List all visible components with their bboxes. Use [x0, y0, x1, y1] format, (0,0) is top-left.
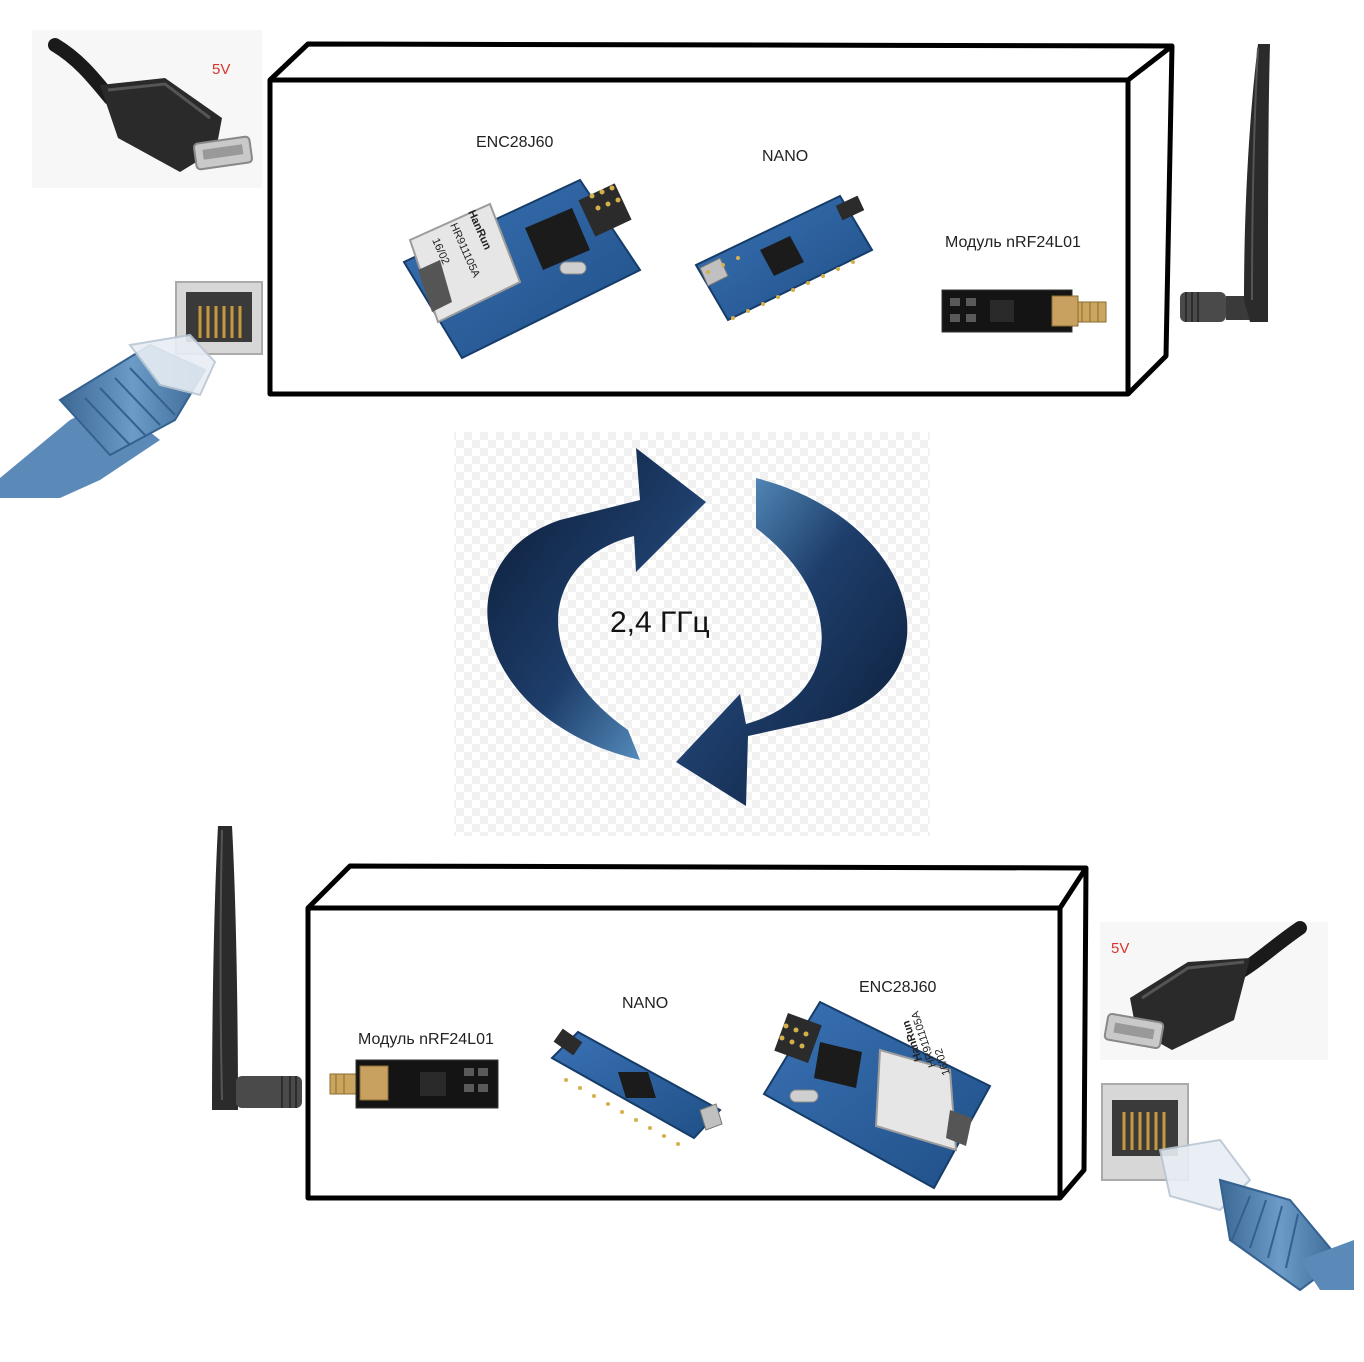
bottom-unit: HanRun HR911105A 16/02 — [212, 826, 1354, 1292]
top-nrf24l01-label: Модуль nRF24L01 — [945, 234, 1081, 251]
ethernet-cable-icon — [1101, 1083, 1354, 1292]
usb-cable-icon — [32, 30, 262, 188]
top-power-label: 5V — [212, 61, 231, 78]
bottom-enc28j60-label: ENC28J60 — [859, 979, 937, 996]
nrf24l01-module — [941, 289, 1107, 333]
enc28j60-module: HanRun HR911105A 16/02 — [402, 178, 642, 360]
bottom-power-label: 5V — [1111, 940, 1130, 957]
antenna-icon — [1180, 44, 1270, 322]
top-enclosure — [267, 41, 1175, 397]
top-nano-label: NANO — [762, 148, 809, 165]
usb-cable-icon — [1100, 921, 1328, 1060]
arduino-nano-board — [694, 194, 874, 322]
frequency-label: 2,4 ГГц — [610, 606, 710, 639]
nrf24l01-module — [329, 1059, 499, 1109]
bottom-nano-label: NANO — [622, 995, 669, 1012]
top-enc28j60-label: ENC28J60 — [476, 134, 554, 151]
top-unit: HanRun HR911105A 16/02 — [0, 30, 1270, 498]
ethernet-cable-icon — [0, 281, 263, 498]
enc28j60-module: HanRun HR911105A 16/02 — [762, 1000, 992, 1190]
antenna-icon — [212, 826, 302, 1110]
bottom-enclosure — [305, 863, 1089, 1201]
arduino-nano-board — [550, 1028, 723, 1146]
bottom-nrf24l01-label: Модуль nRF24L01 — [358, 1031, 494, 1048]
sync-arrows-icon — [454, 432, 930, 836]
